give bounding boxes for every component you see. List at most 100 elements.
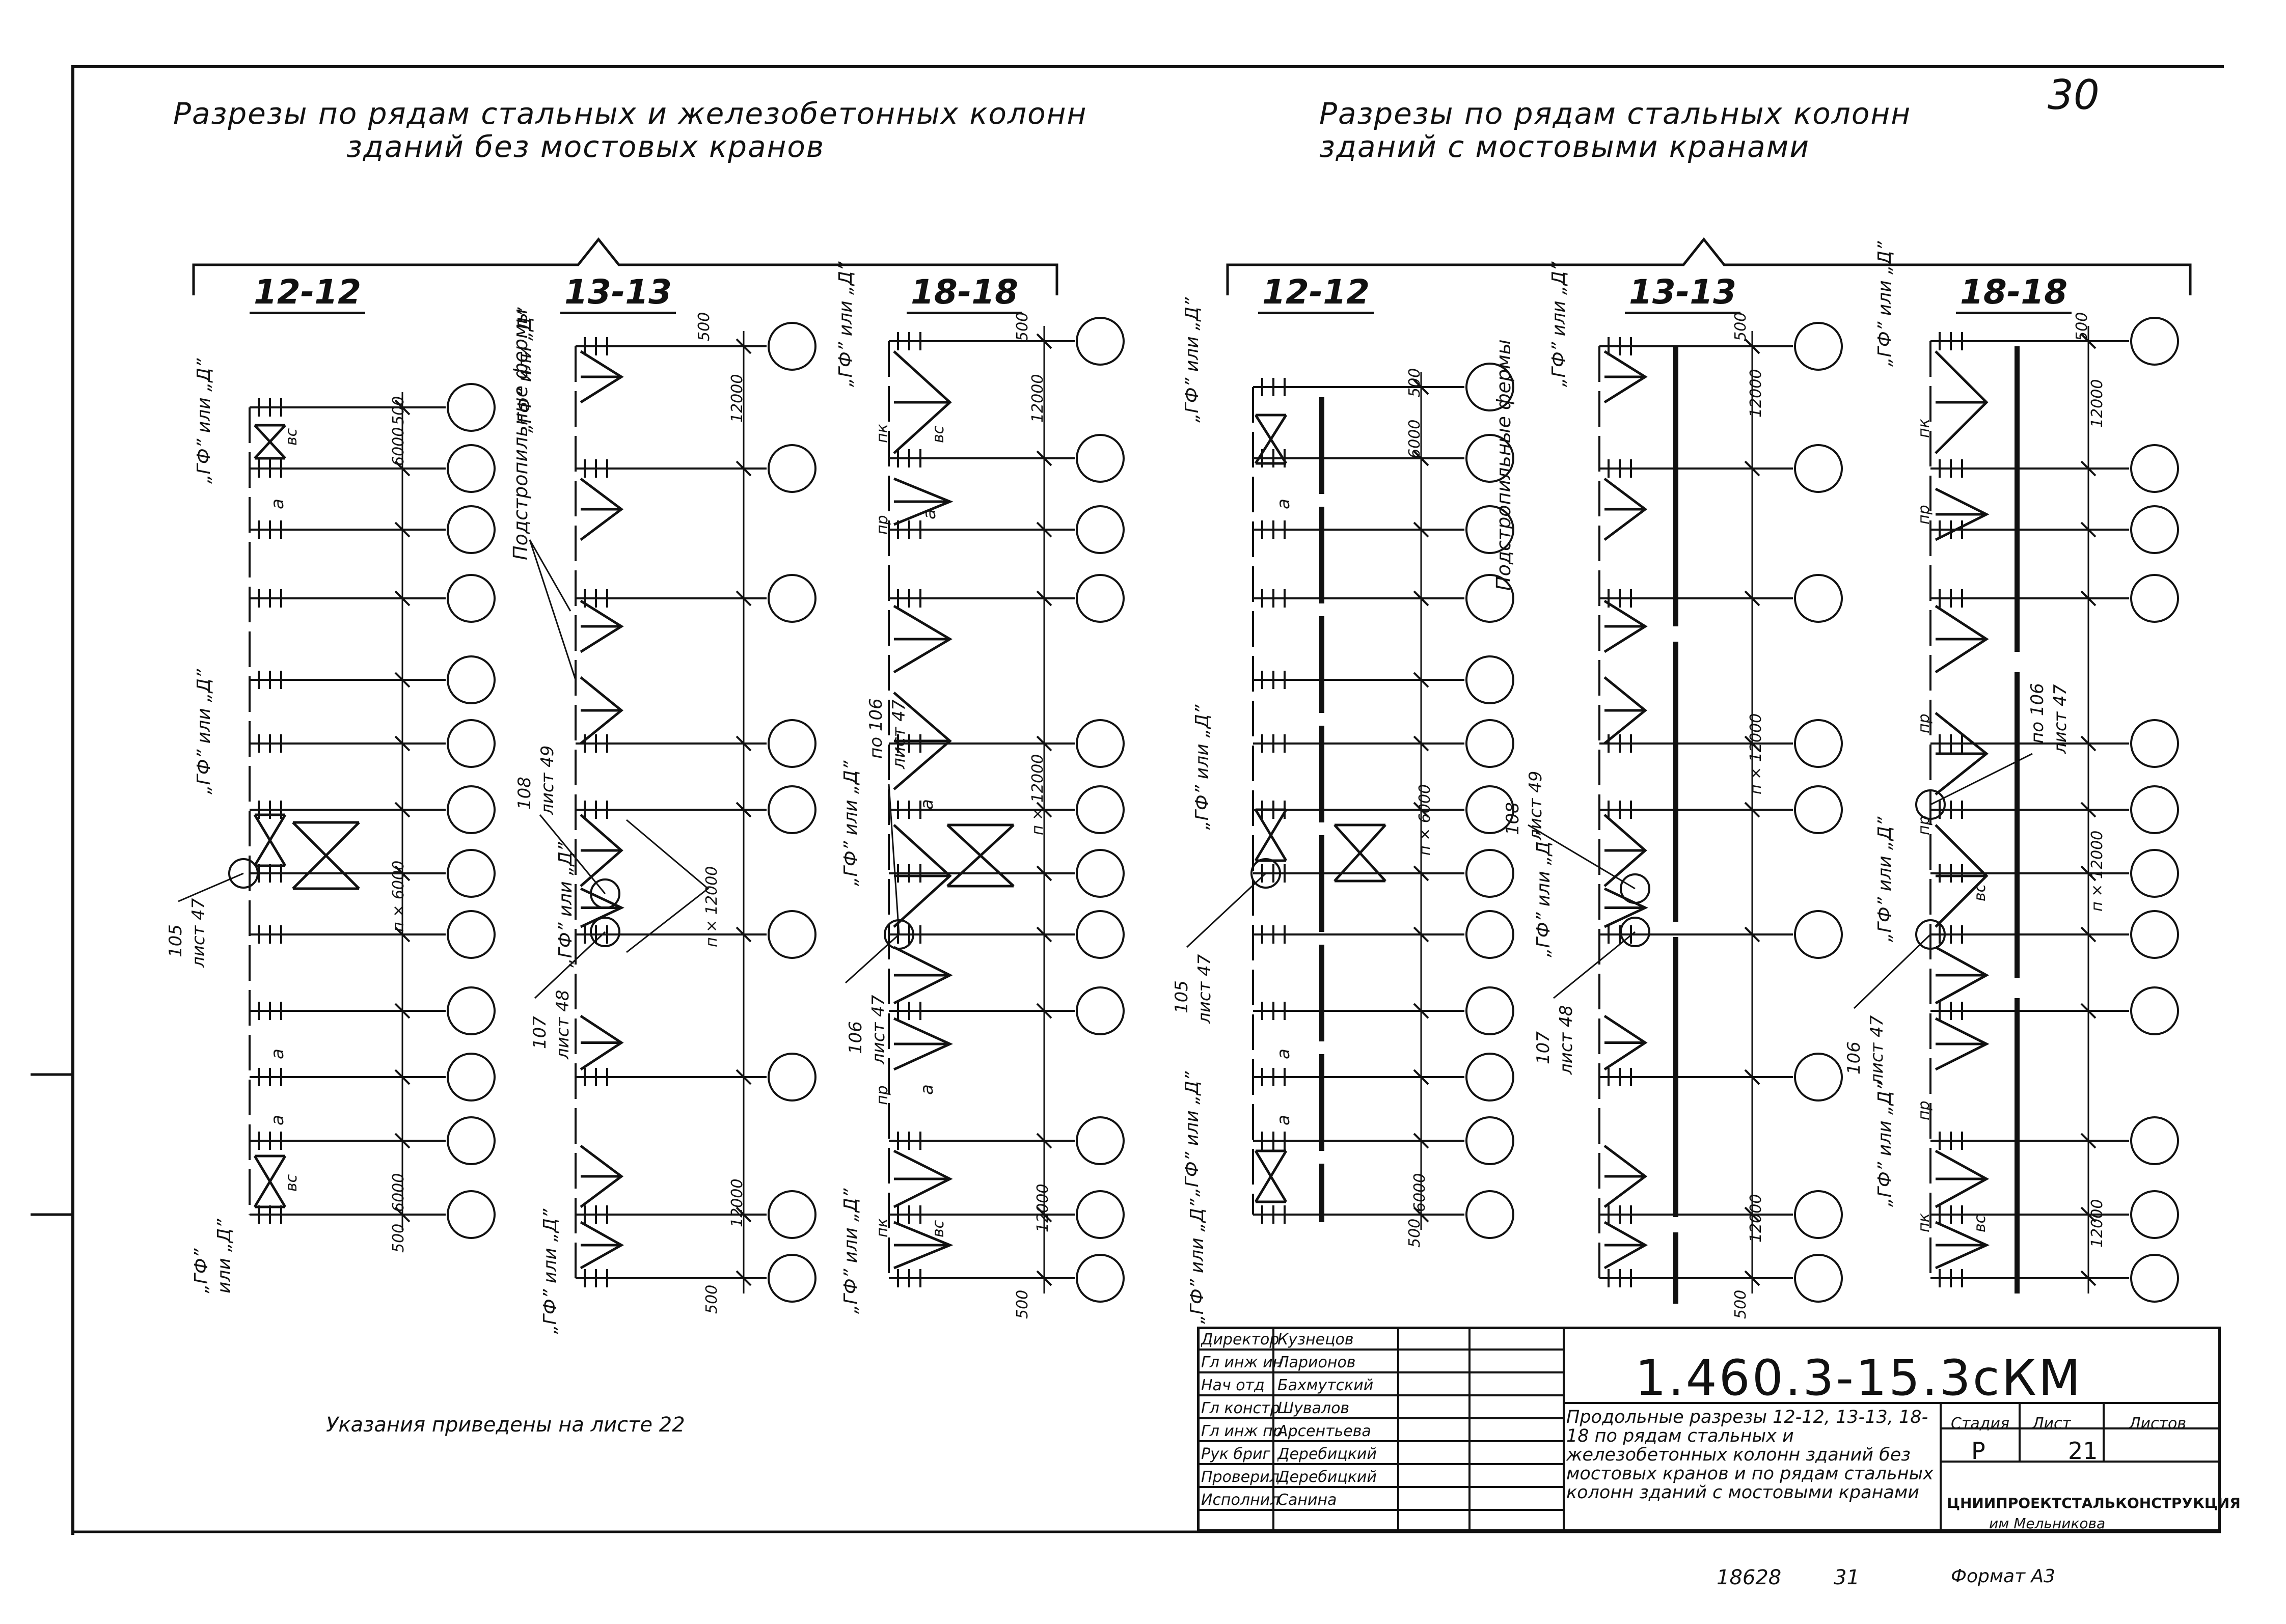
sec-13-13-left-dim-tick [736, 735, 752, 752]
sec-18-18-right-truss-2 [1935, 604, 1989, 674]
callout-106-left-sheet: лист 47 [868, 995, 889, 1064]
label-pr-1: пр [874, 515, 891, 535]
label-vs-4: вс [930, 1220, 947, 1237]
dim-6000-3: 6000 [1406, 419, 1424, 458]
right-group-brace [1226, 237, 2192, 295]
dim-12000-7: 12000 [2088, 379, 2106, 428]
label-a-2: а [267, 1049, 288, 1059]
sec-18-18-right-dim-tick [2080, 333, 2097, 349]
sec-13-13-right-dim-tick [1744, 1069, 1760, 1085]
footer-format: Формат А3 [1951, 1566, 2056, 1587]
sec-13-13-right-axis-circle [1794, 910, 1843, 959]
sec-18-18-left-dim-tick [1036, 802, 1052, 818]
sec-13-13-right-axis-circle [1794, 785, 1843, 834]
sec-18-18-right-truss-8 [1935, 1221, 1990, 1270]
sec-12-12-right-axis-circle [1465, 849, 1514, 898]
sec-12-12-right-axis-circle [1465, 785, 1514, 834]
sec-13-13-right-truss-8 [1603, 1221, 1648, 1270]
title-block-role: Исполнил [1201, 1491, 1280, 1509]
label-pr-2: пр [874, 1085, 891, 1105]
dim-12000-6: 12000 [1747, 1194, 1765, 1243]
sec-13-13-right-axis-circle [1794, 1190, 1843, 1239]
footer-inventory: 18628 [1717, 1566, 1782, 1589]
drawing-description: Продольные разрезы 12-12, 13-13, 18-18 п… [1566, 1407, 1934, 1503]
sheets-label: Листов [2129, 1415, 2187, 1433]
footer-page: 31 [1834, 1566, 1860, 1589]
label-pk-1: пк [874, 424, 891, 443]
org-name: ЦНИИПРОЕКТСТАЛЬКОНСТРУКЦИЯ [1947, 1495, 2241, 1511]
label-pk-4: пк [1915, 1213, 1933, 1232]
sec-18-18-left-truss-8 [893, 1221, 954, 1270]
sec-13-13-right-dim-tick [1744, 926, 1760, 943]
dim-500-2: 500 [390, 1223, 407, 1253]
label-pr-3: пр [1915, 505, 1933, 525]
leader-line-2 [539, 814, 606, 894]
row-label-gf-d-12: „ГФ” или „Д” [1187, 1198, 1208, 1324]
sec-12-12-left-axis-circle [447, 1190, 496, 1239]
title-block-name: Деребицкий [1277, 1468, 1377, 1486]
callout-106b-left-sheet: лист 47 [889, 699, 909, 769]
sec-18-18-left-dim-tick [1036, 1270, 1052, 1286]
dim-12000-3: 12000 [1029, 374, 1047, 423]
leader-line-10 [529, 539, 577, 680]
sec-18-18-right-axis-circle [2130, 785, 2179, 834]
sec-13-13-right-truss-5 [1603, 887, 1648, 928]
sec-13-13-right-truss-3 [1603, 676, 1647, 745]
sec-13-13-right-dim-tick [1744, 802, 1760, 818]
callout-106b-right: по 106 [2027, 683, 2048, 744]
sec-18-18-left-truss-3 [893, 692, 952, 790]
sec-18-18-left-axis-circle [1076, 505, 1125, 554]
callout-105-left: 105 [166, 924, 186, 957]
node-callout-circle-7 [1915, 789, 1946, 820]
sec-18-18-right-axis-circle [2130, 1190, 2179, 1239]
sec-12-12-right-brace-mid [1254, 808, 1288, 862]
sec-12-12-left-dim-tick [394, 521, 411, 538]
sec-13-13-left-dim-tick [736, 590, 752, 607]
title-block-role: Директор [1201, 1331, 1280, 1348]
sheet-label: Лист [2032, 1415, 2072, 1433]
sec-13-13-left-dim-tick [736, 926, 752, 943]
dim-500-8: 500 [1406, 1218, 1424, 1248]
sec-13-13-left-truss-1 [580, 478, 624, 541]
sec-12-12-left-axis-circle [447, 1053, 496, 1102]
row-label-gf-d-11: „ГФ” или „Д” [1182, 1071, 1203, 1197]
sec-18-18-right-axis-circle [2130, 317, 2179, 366]
sec-18-18-left-axis-circle [1076, 910, 1125, 959]
leader-line-1 [534, 931, 606, 999]
sec-18-18-right-truss-6 [1935, 1017, 1990, 1071]
sec-18-18-left-truss-2 [893, 604, 953, 674]
sec-12-12-right-dim-tick [1413, 672, 1429, 688]
sec-13-13-left-axis-circle [768, 719, 817, 768]
sec-13-13-right-axis-circle [1794, 719, 1843, 768]
dim-500-3: 500 [695, 312, 713, 341]
sec-12-12-right-axis-circle [1465, 434, 1514, 483]
sec-18-18-right-truss-4 [1935, 824, 1989, 928]
section-title-12-12-right: 12-12 [1258, 272, 1374, 314]
row-label-gf-d-7: „ГФ” или „Д” [840, 760, 861, 886]
row-label-gf-d-9: „ГФ” или „Д” [1182, 297, 1203, 423]
sec-13-13-right-dim-tick [1744, 1206, 1760, 1223]
leader-line-4 [888, 784, 900, 935]
sec-18-18-left-axis-circle [1076, 434, 1125, 483]
sec-12-12-left-axis-circle [447, 849, 496, 898]
sec-12-12-right-dim-tick [1413, 1003, 1429, 1019]
sec-12-12-right-dim-tick [1413, 865, 1429, 882]
sec-12-12-left-axis-circle [447, 655, 496, 704]
sec-18-18-right-truss-0 [1935, 350, 1989, 454]
sec-12-12-left-bracing [292, 821, 360, 890]
sec-12-12-left-axis-circle [447, 910, 496, 959]
sec-12-12-right-dim-tick [1413, 590, 1429, 607]
sec-18-18-right-truss-3 [1935, 712, 1989, 795]
callout-106-right: 106 [1844, 1041, 1864, 1075]
sec-12-12-left-brace-top [254, 424, 286, 460]
title-block-name: Шувалов [1277, 1399, 1350, 1417]
sec-12-12-right-axis-circle [1465, 910, 1514, 959]
left-group-heading-2: зданий без мостовых кранов [346, 129, 825, 164]
sec-13-13-left-dim-tick [736, 802, 752, 818]
dim-500-7: 500 [1406, 368, 1424, 397]
title-block-role: Гл инж пр [1201, 1422, 1283, 1440]
sec-12-12-left-dim-tick [394, 399, 411, 416]
label-a-1: а [267, 499, 288, 509]
sec-18-18-right-axis-circle [2130, 910, 2179, 959]
sec-18-18-left-dim-tick [1036, 1003, 1052, 1019]
